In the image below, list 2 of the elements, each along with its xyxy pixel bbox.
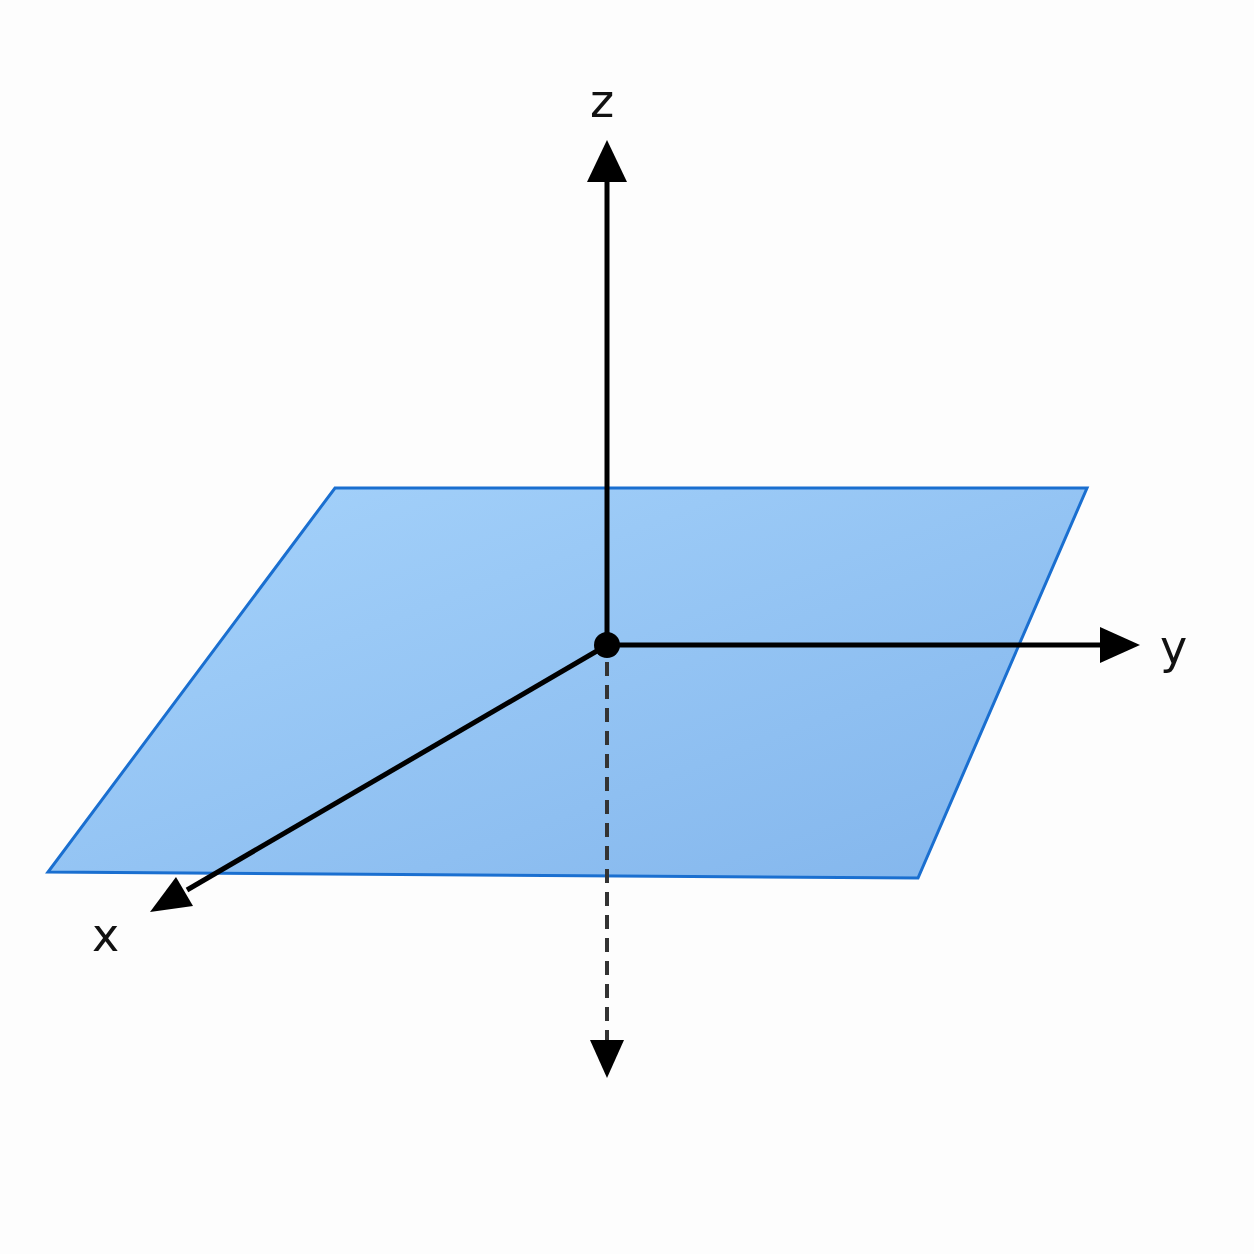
axis-label: x: [92, 912, 120, 958]
axis-label: z: [590, 78, 615, 124]
